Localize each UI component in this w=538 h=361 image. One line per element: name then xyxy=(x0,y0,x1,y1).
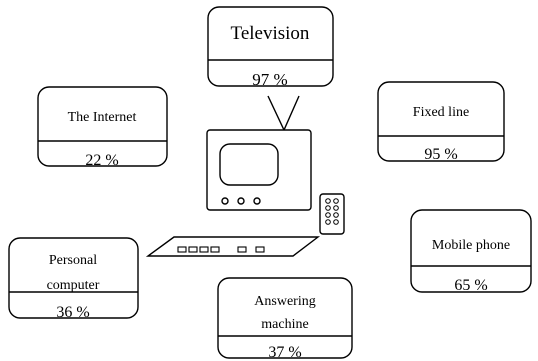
remote-button-icon xyxy=(325,198,331,204)
card-fixed-line-frame xyxy=(377,81,505,162)
card-answering-machine-frame xyxy=(217,277,353,359)
card-mobile-phone-label: Mobile phone xyxy=(432,238,510,253)
key-icon xyxy=(177,246,187,253)
monitor-icon xyxy=(206,129,312,211)
card-mobile-phone-value: 65 % xyxy=(454,277,487,294)
card-television-frame xyxy=(207,6,334,87)
card-answering-machine-label-line1: Answering xyxy=(254,294,315,309)
card-fixed-line-label: Fixed line xyxy=(413,105,469,120)
screen-icon xyxy=(219,143,279,186)
card-mobile-phone: Mobile phone 65 % xyxy=(410,209,532,294)
card-personal-computer-label-line2: computer xyxy=(47,278,100,293)
card-personal-computer: Personal computer 36 % xyxy=(8,237,139,321)
knob-icon xyxy=(253,197,261,205)
keyboard-keys xyxy=(0,238,265,253)
card-personal-computer-frame xyxy=(8,237,139,319)
keyboard-icon xyxy=(145,236,321,257)
card-answering-machine: Answering machine 37 % xyxy=(217,277,353,361)
card-answering-machine-value: 37 % xyxy=(268,344,301,361)
key-icon xyxy=(199,246,209,253)
card-personal-computer-label-line1: Personal xyxy=(49,253,97,268)
card-television-label: Television xyxy=(231,23,310,44)
remote-button-icon xyxy=(333,219,339,225)
card-fixed-line: Fixed line 95 % xyxy=(377,81,505,163)
card-internet: The Internet 22 % xyxy=(37,86,168,169)
card-fixed-line-value: 95 % xyxy=(424,146,457,163)
key-icon xyxy=(188,246,198,253)
antenna-icon xyxy=(267,95,300,132)
remote-button-icon xyxy=(333,198,339,204)
card-internet-value: 22 % xyxy=(85,152,118,169)
card-personal-computer-value: 36 % xyxy=(56,304,89,321)
remote-button-icon xyxy=(325,205,331,211)
key-icon xyxy=(237,246,247,253)
card-answering-machine-label-line2: machine xyxy=(261,317,308,332)
remote-button-icon xyxy=(333,205,339,211)
remote-control-icon xyxy=(319,193,345,235)
card-mobile-phone-frame xyxy=(410,209,532,293)
key-icon xyxy=(255,246,265,253)
card-television-value: 97 % xyxy=(252,70,287,89)
remote-button-icon xyxy=(333,212,339,218)
remote-button-icon xyxy=(325,219,331,225)
computer-illustration xyxy=(0,95,345,257)
knob-icon xyxy=(221,197,229,205)
card-internet-frame xyxy=(37,86,168,167)
card-television: Television 97 % xyxy=(207,6,334,89)
remote-button-icon xyxy=(325,212,331,218)
knob-icon xyxy=(237,197,245,205)
key-icon xyxy=(210,246,220,253)
card-internet-label: The Internet xyxy=(68,110,137,125)
remote-buttons xyxy=(325,198,339,225)
